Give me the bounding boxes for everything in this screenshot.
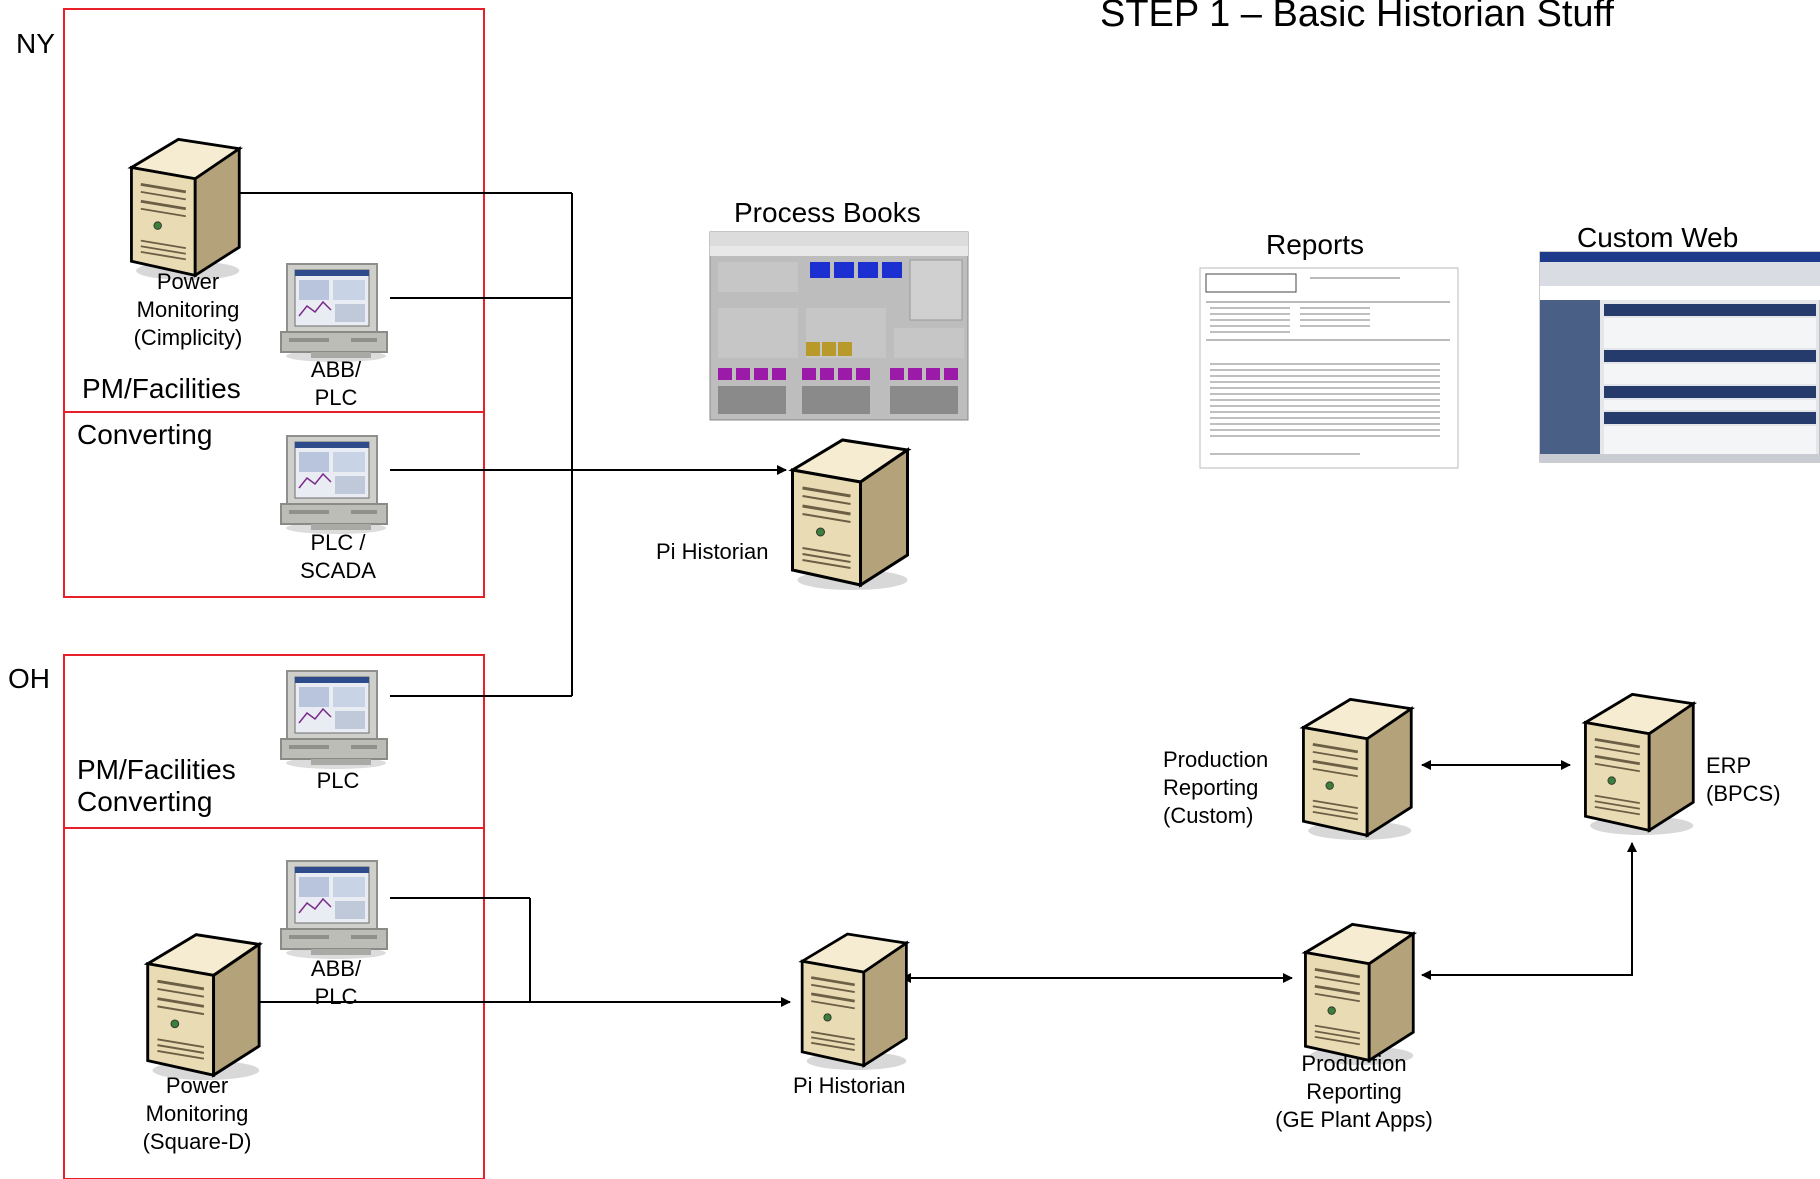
server-pi-historian-oh	[800, 932, 908, 1070]
label-reports: Reports	[1266, 229, 1365, 260]
pc-plc-oh	[280, 669, 389, 770]
site-label-oh: OH	[8, 663, 50, 694]
server-power-monitoring-ny	[129, 137, 241, 280]
label-production-reporting-ge: Production Reporting (GE Plant Apps)	[1275, 1051, 1433, 1132]
pc-abb-plc-ny	[280, 262, 389, 363]
label-ny-power-monitoring: Power Monitoring (Cimplicity)	[133, 269, 243, 350]
server-power-monitoring-oh	[146, 933, 261, 1080]
server-pi-historian-ny	[790, 438, 910, 590]
label-ny-converting: Converting	[77, 419, 213, 450]
pc-plc-scada-ny	[280, 434, 389, 535]
label-ny-pm-facilities: PM/Facilities	[82, 373, 241, 404]
label-oh-power-monitoring: Power Monitoring (Square-D)	[142, 1073, 252, 1154]
ny-region	[63, 8, 485, 598]
server-production-reporting-custom	[1301, 697, 1413, 840]
page-title: STEP 1 – Basic Historian Stuff	[1100, 0, 1614, 35]
server-production-reporting-ge	[1303, 922, 1415, 1065]
label-oh-pm-facilities-converting: PM/Facilities Converting	[77, 754, 236, 817]
label-oh-abb-plc: ABB/ PLC	[310, 956, 362, 1009]
label-process-books: Process Books	[734, 197, 921, 228]
pc-abb-plc-oh	[280, 859, 389, 960]
custom-web-thumbnail	[1539, 251, 1820, 463]
label-ny-plc-scada: PLC / SCADA	[300, 530, 376, 583]
line-ge-erp	[1421, 842, 1637, 980]
server-erp	[1583, 692, 1695, 835]
label-erp: ERP (BPCS)	[1706, 753, 1781, 806]
oh-region	[63, 654, 485, 1179]
connection-lines	[240, 192, 1637, 1007]
label-oh-plc: PLC	[316, 768, 360, 793]
site-label-ny: NY	[16, 28, 55, 59]
label-production-reporting-custom: Production Reporting (Custom)	[1163, 747, 1269, 828]
label-ny-abb-plc: ABB/ PLC	[310, 357, 362, 410]
reports-thumbnail	[1199, 267, 1459, 469]
label-custom-web: Custom Web	[1577, 222, 1739, 253]
process-books-thumbnail	[709, 231, 969, 421]
label-pi-historian-oh: Pi Historian	[793, 1073, 906, 1098]
label-pi-historian-ny: Pi Historian	[656, 539, 769, 564]
